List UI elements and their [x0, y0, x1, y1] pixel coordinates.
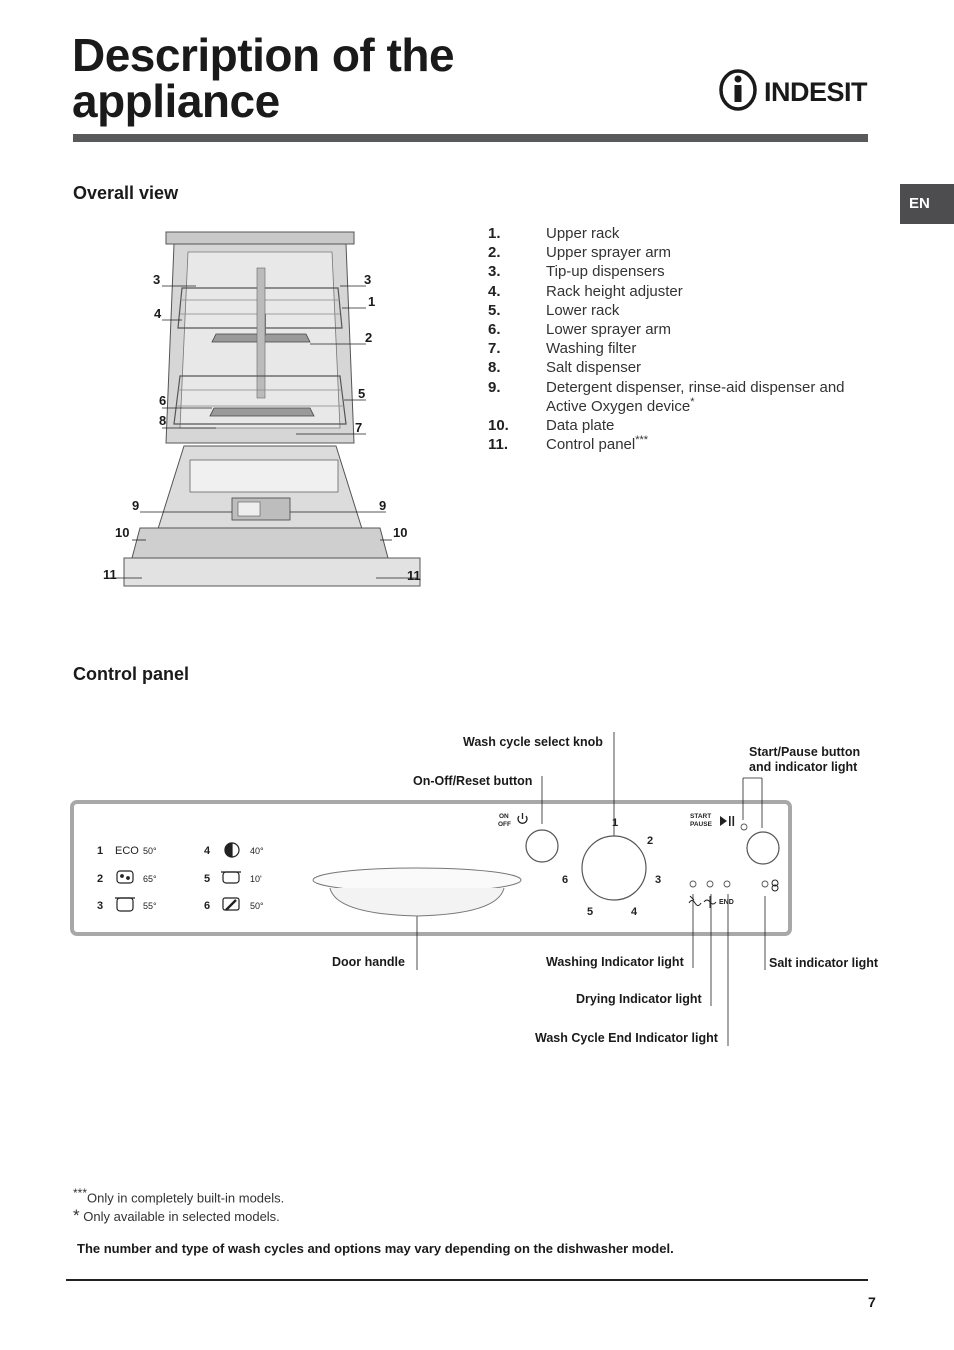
end-light-label: Wash Cycle End Indicator light: [535, 1031, 718, 1045]
list-item: 2.Upper sprayer arm: [488, 244, 672, 262]
washing-icon: [688, 895, 702, 906]
power-icon: [517, 813, 528, 824]
footnote-selected: * Only available in selected models.: [73, 1206, 280, 1225]
model-variation-note: The number and type of wash cycles and o…: [77, 1241, 674, 1256]
dishwasher-diagram: 3 3 1 4 2 5 6 7 8 9 9 10 10 11 11: [103, 231, 421, 587]
program-1-name: ECO: [115, 845, 139, 857]
indesit-logo-mark: INDESIT: [719, 69, 869, 111]
overall-view-heading: Overall view: [73, 183, 179, 203]
half-load-icon: [224, 842, 240, 858]
pot-icon: [115, 897, 135, 912]
start-label: START: [690, 813, 711, 820]
page-number: 7: [868, 1294, 876, 1310]
callout-10-left: 10: [115, 525, 129, 540]
list-item: 7.Washing filter: [488, 340, 637, 358]
drying-light-label: Drying Indicator light: [576, 992, 702, 1006]
program-5-num: 5: [204, 873, 210, 885]
knob-number-3: 3: [655, 874, 661, 886]
start-pause-label-line2: and indicator light: [749, 760, 858, 774]
glass-icon: [222, 897, 240, 911]
list-item: 5.Lower rack: [488, 301, 620, 319]
brand-text: INDESIT: [764, 77, 868, 107]
start-pause-button[interactable]: [746, 831, 780, 865]
salt-indicator-light: [761, 880, 769, 888]
callout-8: 8: [159, 413, 166, 428]
callout-9-left: 9: [132, 498, 139, 513]
list-item: 11.Control panel***: [488, 434, 649, 454]
program-1-num: 1: [97, 845, 103, 857]
header-rule: [73, 134, 868, 142]
drying-indicator-light: [706, 880, 714, 888]
salt-icon: [771, 879, 779, 892]
program-5-temp: 10': [250, 874, 262, 884]
callout-11-left: 11: [103, 567, 117, 582]
program-6-temp: 50°: [250, 901, 264, 911]
drying-icon: [703, 896, 717, 908]
list-item: 8.Salt dispenser: [488, 359, 642, 377]
callout-9-right: 9: [379, 498, 386, 513]
callout-10-right: 10: [393, 525, 407, 540]
pre-wash-icon: [221, 871, 241, 884]
program-2-temp: 65°: [143, 874, 157, 884]
program-3-temp: 55°: [143, 901, 157, 911]
off-label: OFF: [498, 821, 511, 828]
start-pause-indicator-light: [740, 823, 748, 831]
wash-cycle-knob[interactable]: [581, 835, 647, 901]
door-handle[interactable]: [312, 867, 522, 917]
on-label: ON: [499, 813, 509, 820]
knob-number-2: 2: [647, 835, 653, 847]
indesit-logo: INDESIT: [716, 66, 872, 114]
knob-number-6: 6: [562, 874, 568, 886]
pause-label: PAUSE: [690, 821, 713, 828]
onoff-button-label: On-Off/Reset button: [413, 774, 533, 788]
list-item: 9.Detergent dispenser, rinse-aid dispens…: [488, 378, 845, 415]
play-pause-icon: [720, 816, 735, 826]
callout-4: 4: [154, 306, 162, 321]
start-pause-label-line1: Start/Pause button: [749, 745, 861, 759]
callout-6: 6: [159, 393, 166, 408]
list-item: 6.Lower sprayer arm: [488, 321, 672, 339]
program-1-temp: 50°: [143, 846, 157, 856]
washing-indicator-light: [689, 880, 697, 888]
program-4-num: 4: [204, 845, 211, 857]
knob-number-1: 1: [612, 817, 618, 829]
pot-heavy-icon: [116, 870, 134, 884]
knob-number-5: 5: [587, 906, 593, 918]
footer-rule: [66, 1279, 868, 1281]
callout-3-left: 3: [153, 272, 160, 287]
callout-2: 2: [365, 330, 372, 345]
callout-3-right: 3: [364, 272, 371, 287]
end-label: END: [719, 899, 734, 906]
language-tab[interactable]: EN: [900, 184, 954, 224]
parts-list: 1.Upper rack 2.Upper sprayer arm 3.Tip-u…: [488, 224, 888, 454]
door-handle-label: Door handle: [332, 955, 405, 969]
page-title: Description of the appliance: [72, 29, 455, 127]
list-item: 4.Rack height adjuster: [488, 282, 683, 300]
list-item: 10.Data plate: [488, 417, 615, 435]
program-4-temp: 40°: [250, 846, 264, 856]
callout-1: 1: [368, 294, 375, 309]
program-6-num: 6: [204, 900, 210, 912]
program-3-num: 3: [97, 900, 103, 912]
control-panel-heading: Control panel: [73, 664, 189, 684]
onoff-reset-button[interactable]: [525, 829, 559, 863]
washing-light-label: Washing Indicator light: [546, 955, 684, 969]
callout-5: 5: [358, 386, 365, 401]
knob-number-4: 4: [631, 906, 638, 918]
list-item: 3.Tip-up dispensers: [488, 263, 665, 281]
list-item: 1.Upper rack: [488, 225, 620, 242]
end-indicator-light: [723, 880, 731, 888]
control-panel-diagram: 1 ECO 50° 2 65° 3 55° 4 40° 5 10' 6 50° …: [70, 732, 792, 1046]
callout-11-right: 11: [407, 568, 421, 583]
callout-7: 7: [355, 420, 362, 435]
salt-light-label: Salt indicator light: [769, 956, 879, 970]
program-2-num: 2: [97, 873, 103, 885]
wash-cycle-knob-label: Wash cycle select knob: [463, 735, 603, 749]
footnote-built-in: ***Only in completely built-in models.: [73, 1186, 285, 1206]
